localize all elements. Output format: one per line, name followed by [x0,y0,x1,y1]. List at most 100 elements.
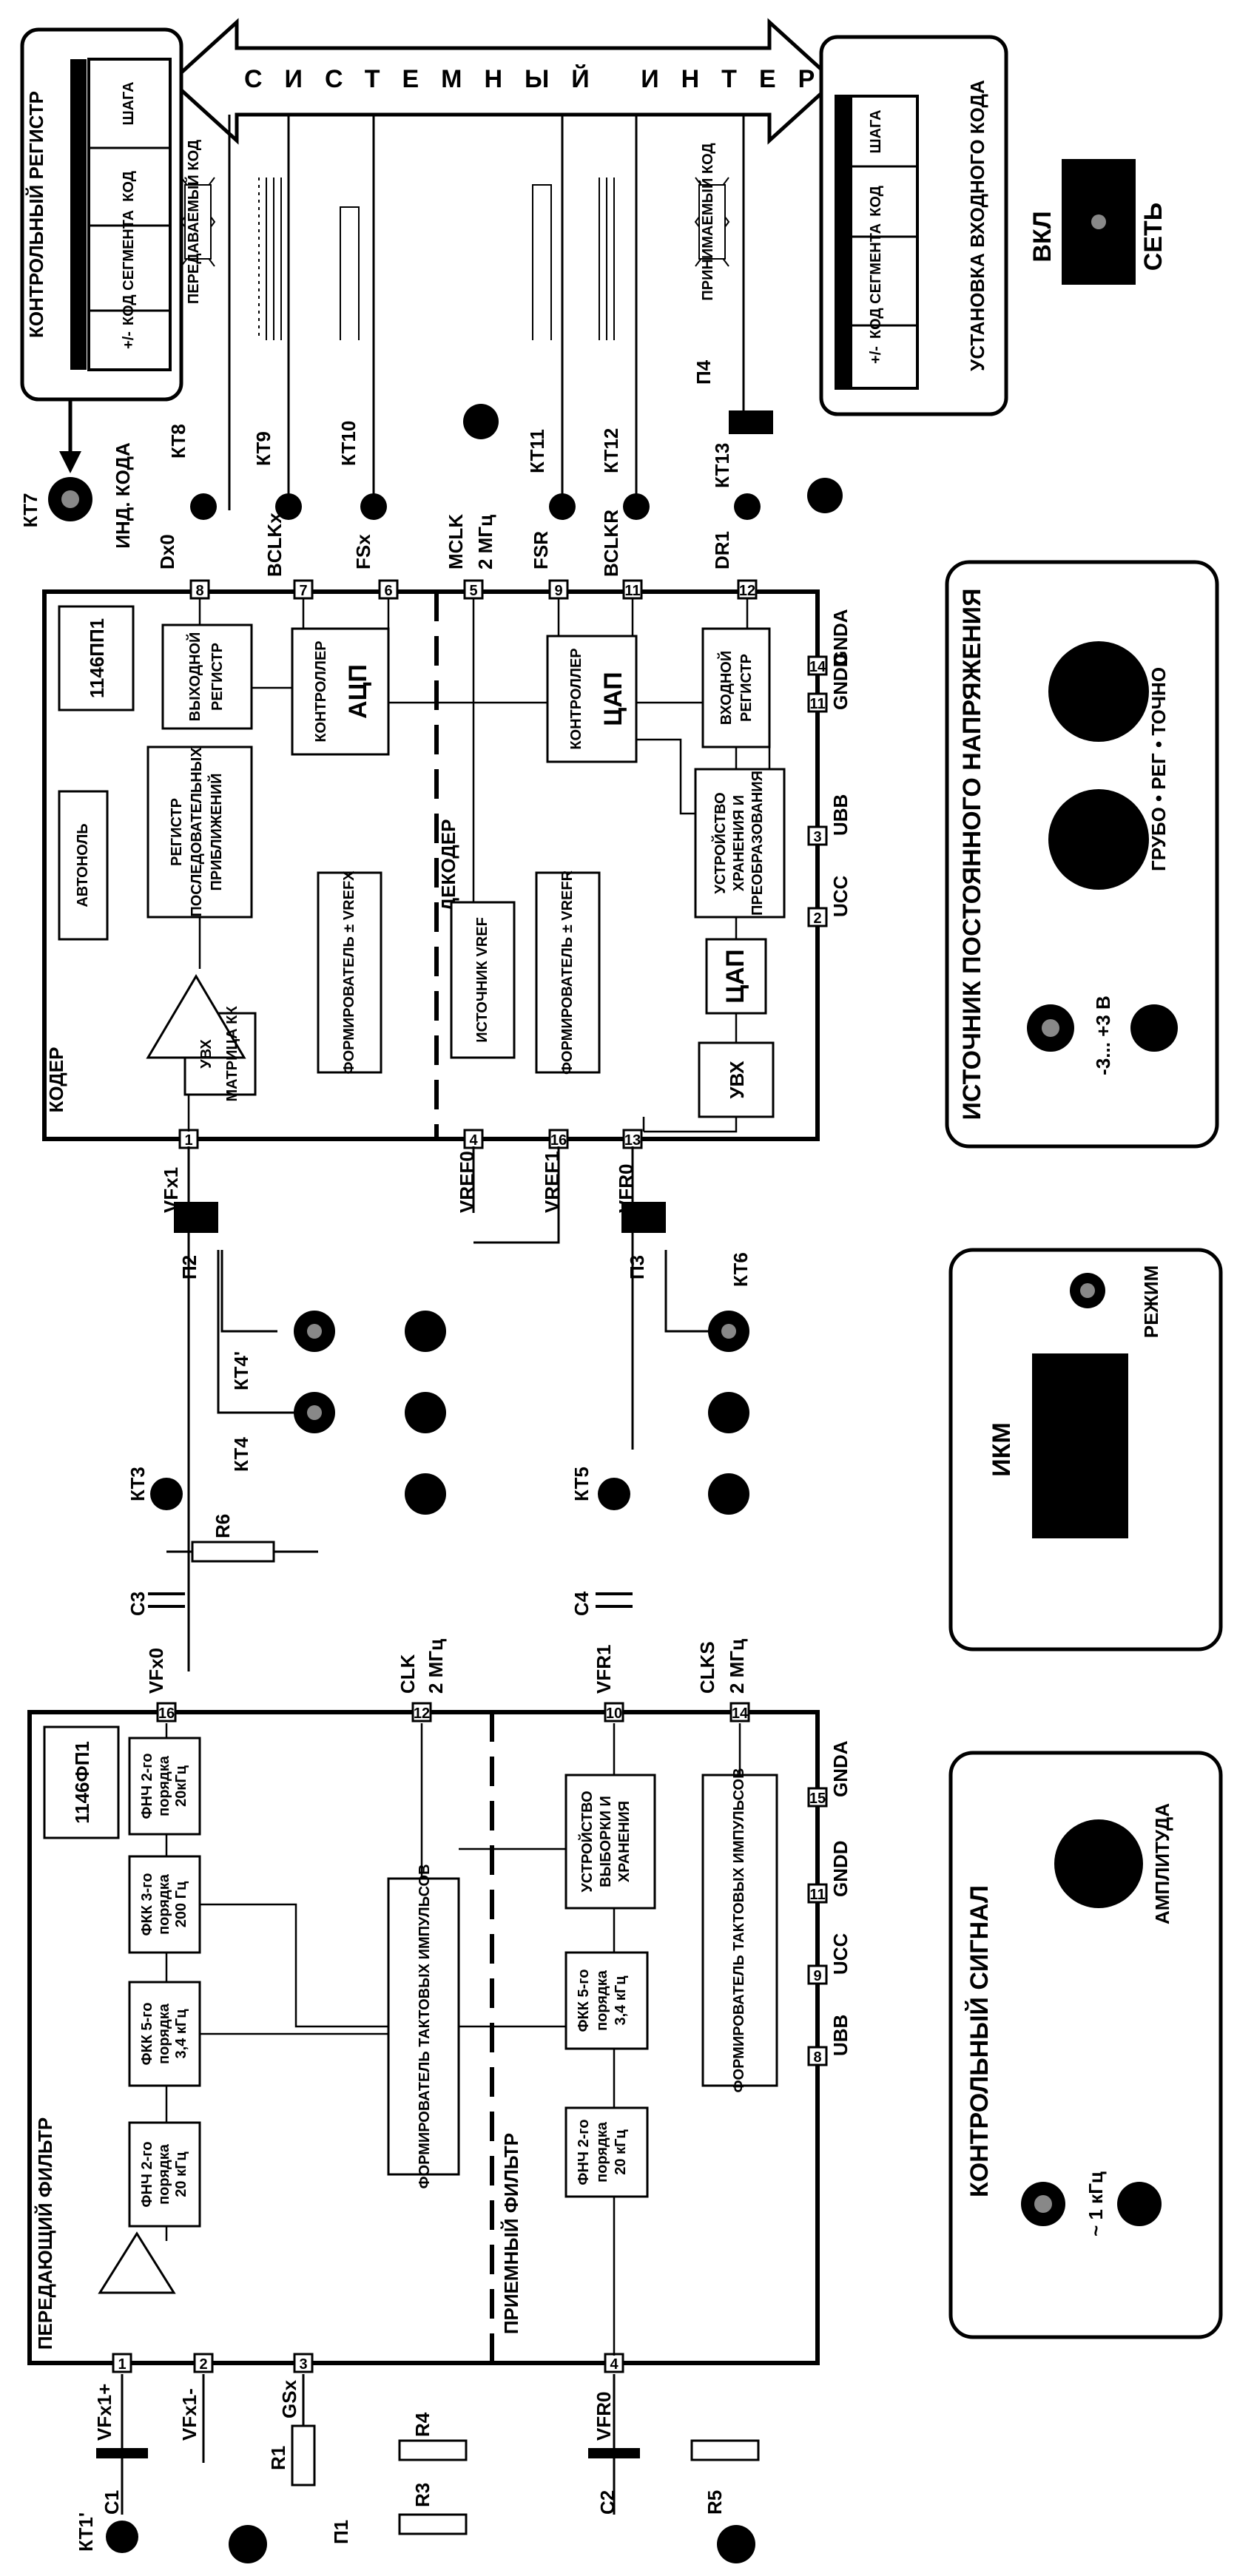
fine-knob[interactable] [1048,641,1149,742]
svg-text:РЕГИСТР: РЕГИСТР [738,654,755,722]
svg-text:7: 7 [299,583,307,599]
p4-jumper[interactable] [729,410,773,434]
svg-text:12: 12 [739,583,755,599]
svg-text:КОНТРОЛЛЕР: КОНТРОЛЛЕР [313,640,329,742]
svg-text:УСТРОЙСТВО: УСТРОЙСТВО [578,1791,596,1892]
ground-jack[interactable] [1130,1004,1178,1052]
codec-blocks [58,623,786,1118]
ground-jack[interactable] [807,478,843,513]
filter-pin-labels: VFx0 CLK 2 МГц VFR1 CLKS 2 МГц GNDA GNDD… [93,1639,852,2441]
ground-jack[interactable] [229,2525,267,2563]
coarse-knob[interactable] [1048,789,1149,890]
filter-chip-name: 1146ФП1 [71,1741,93,1824]
svg-text:ПРИНИМАЕМЫЙ КОД: ПРИНИМАЕМЫЙ КОД [698,143,716,300]
svg-text:КТ7: КТ7 [19,493,41,528]
svg-text:ХРАНЕНИЯ И: ХРАНЕНИЯ И [731,795,747,891]
power-switch[interactable]: ВКЛ СЕТЬ [1028,159,1167,285]
svg-text:CLKS: CLKS [696,1641,718,1694]
svg-text:R3: R3 [411,2483,434,2507]
kt1p-jack[interactable] [106,2521,138,2553]
svg-text:20 кГц: 20 кГц [613,2129,629,2175]
svg-text:5: 5 [469,583,477,599]
kt8-jack[interactable] [190,493,217,520]
svg-text:порядка: порядка [156,1755,172,1816]
svg-text:КТ12: КТ12 [600,428,622,473]
svg-text:РЕЖИМ: РЕЖИМ [1140,1265,1162,1339]
svg-text:8: 8 [195,583,203,599]
svg-text:4: 4 [610,2356,618,2373]
svg-text:UCC: UCC [829,1933,852,1975]
svg-text:КОНТРОЛЬНЫЙ СИГНАЛ: КОНТРОЛЬНЫЙ СИГНАЛ [965,1885,994,2197]
svg-text:КТ4: КТ4 [230,1437,252,1472]
filter-wiring [165,1723,741,2356]
svg-text:ВЫБОРКИ И: ВЫБОРКИ И [598,1796,614,1887]
kt5-jack[interactable] [598,1478,630,1510]
svg-text:R5: R5 [704,2490,726,2515]
amplitude-knob[interactable] [1054,1819,1143,1908]
svg-text:ШАГА: ШАГА [868,109,884,153]
svg-text:ШАГА: ШАГА [121,81,137,125]
svg-text:UCC: UCC [829,875,852,917]
svg-text:АВТОНОЛЬ: АВТОНОЛЬ [75,823,91,907]
svg-text:КТ1': КТ1' [75,2512,97,2552]
svg-text:ПРЕОБРАЗОВАНИЯ: ПРЕОБРАЗОВАНИЯ [749,771,766,916]
svg-text:КОНТРОЛЛЕР: КОНТРОЛЛЕР [568,648,584,749]
input-section: R1 C1 C2 R4 R3 R5 П1 КТ1' [75,2374,760,2563]
svg-text:КОДЕР: КОДЕР [45,1047,67,1113]
svg-text:1: 1 [118,2356,126,2373]
kt13-jack[interactable] [734,493,761,520]
p2-jumper[interactable] [174,1202,218,1233]
svg-text:П2: П2 [178,1255,200,1279]
ground-jack[interactable] [405,1392,446,1433]
kt12-jack[interactable] [623,493,650,520]
svg-text:FSR: FSR [530,531,552,569]
kt9-jack[interactable] [275,493,302,520]
ground-jack[interactable] [405,1311,446,1352]
svg-text:-3... +3 В: -3... +3 В [1092,995,1114,1075]
ground-jack[interactable] [1117,2182,1162,2226]
svg-text:ВКЛ: ВКЛ [1028,211,1056,262]
svg-text:~ 1 кГц: ~ 1 кГц [1085,2171,1107,2237]
svg-text:КТ13: КТ13 [711,443,733,488]
ground-jack[interactable] [405,1473,446,1515]
svg-text:10: 10 [606,1705,622,1722]
svg-text:П1: П1 [330,2520,352,2544]
input-code-title: УСТАНОВКА ВХОДНОГО КОДА [966,80,988,371]
svg-text:ДЕКОДЕР: ДЕКОДЕР [437,819,459,912]
svg-text:ЦАП: ЦАП [599,672,627,726]
svg-text:VFx1+: VFx1+ [93,2384,115,2441]
control-register-display [87,58,172,371]
svg-text:КОД СЕГМЕНТА: КОД СЕГМЕНТА [868,223,884,339]
svg-text:ВЫХОДНОЙ: ВЫХОДНОЙ [186,632,203,722]
svg-text:ВХОДНОЙ: ВХОДНОЙ [717,651,735,725]
svg-text:+/-: +/- [121,331,137,349]
svg-text:КТ11: КТ11 [526,429,548,473]
svg-text:АМПЛИТУДА: АМПЛИТУДА [1151,1803,1173,1924]
svg-text:16: 16 [158,1705,175,1722]
kt3-jack[interactable] [150,1478,183,1510]
kt-jacks-middle: КТ4' КТ4 КТ6 КТ3 КТ5 R6 C3 C4 [127,1252,752,1616]
svg-text:порядка: порядка [594,2121,610,2183]
svg-text:14: 14 [809,659,826,675]
codec-wiring [187,599,771,1133]
svg-text:КТ8: КТ8 [167,424,189,459]
svg-text:КТ10: КТ10 [337,421,360,466]
ground-jack[interactable] [708,1473,749,1515]
codec-pins: 8 7 6 5 9 11 12 14 11 3 2 1 4 16 13 [178,579,828,1149]
svg-text:РЕГИСТР: РЕГИСТР [209,643,226,711]
svg-text:ИНД. КОДА: ИНД. КОДА [112,442,134,549]
svg-text:П3: П3 [626,1255,648,1279]
kt11-jack[interactable] [549,493,576,520]
svg-text:GNDA: GNDA [829,609,852,666]
ground-jack[interactable] [463,404,499,439]
p3-jumper[interactable] [621,1202,666,1233]
ground-jack[interactable] [708,1392,749,1433]
svg-text:MCLK: MCLK [445,514,467,569]
ground-jack[interactable] [717,2525,755,2563]
kt10-jack[interactable] [360,493,387,520]
svg-text:РЕГИСТР: РЕГИСТР [169,798,185,866]
svg-text:4: 4 [469,1132,478,1149]
svg-text:порядка: порядка [156,2003,172,2064]
svg-text:2: 2 [813,910,821,927]
